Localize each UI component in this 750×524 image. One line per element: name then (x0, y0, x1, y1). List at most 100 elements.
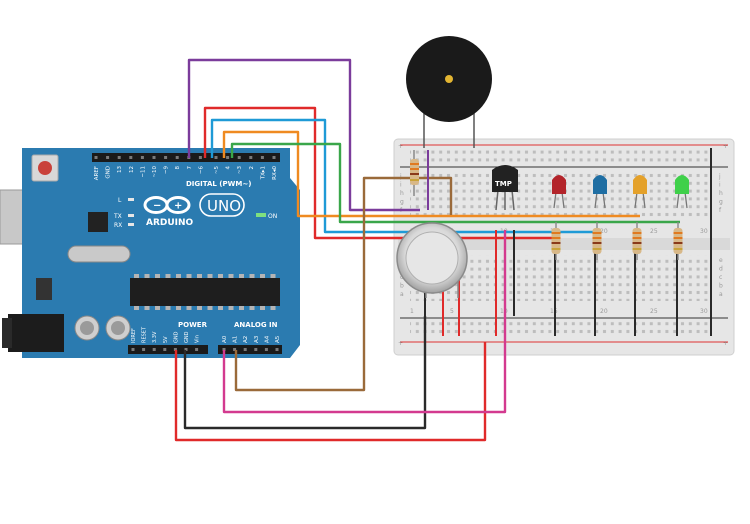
digital-pin-label: ~10 (152, 166, 158, 178)
row-letter: i (719, 182, 721, 189)
power-pin-hole[interactable] (152, 348, 156, 351)
led-rx-indicator (128, 223, 134, 226)
rail-plus-top-right-label: + (723, 143, 728, 150)
tmp-body (492, 165, 518, 192)
led-green (675, 175, 689, 209)
chip-pin-bottom (155, 306, 160, 310)
usb-chip (88, 212, 108, 232)
digital-pin-label: TX▸1 (260, 166, 266, 180)
digital-pin-hole[interactable] (140, 156, 144, 159)
analog-pin-label: A3 (254, 335, 260, 343)
tmp-lead-1 (495, 189, 499, 211)
digital-pin-hole[interactable] (94, 156, 98, 159)
model-badge (199, 193, 245, 217)
wire-purple-pin8 (187, 58, 420, 212)
digital-pin-hole[interactable] (260, 156, 264, 159)
led-resistor-band (673, 248, 683, 250)
digital-pin-hole[interactable] (129, 156, 133, 159)
led-blue-lead-2 (602, 191, 606, 209)
led-resistor-band (673, 237, 683, 239)
digital-pin-hole[interactable] (237, 156, 241, 159)
power-pin-hole[interactable] (131, 348, 135, 351)
digital-pin-hole[interactable] (164, 156, 168, 159)
rail-holes-bottom (410, 320, 710, 336)
led-blue-lead-1 (594, 191, 598, 209)
rail-holes-top (410, 148, 710, 164)
power-pin-label: 3.3V (152, 331, 158, 343)
digital-header-label: DIGITAL (PWM~) (186, 180, 251, 188)
analog-pin-hole[interactable] (233, 348, 237, 351)
power-pin-hole[interactable] (163, 348, 167, 351)
column-number: 20 (600, 228, 608, 235)
wires (174, 58, 680, 442)
row-letter: f (719, 207, 722, 214)
row-letter: h (400, 190, 404, 197)
resistor-buzzer-band-1 (410, 163, 419, 165)
analog-pin-hole[interactable] (222, 348, 226, 351)
power-pin-label: GND (184, 331, 190, 343)
led-resistor-band (592, 237, 602, 239)
digital-pin-hole[interactable] (152, 156, 156, 159)
reset-button-cap[interactable] (38, 161, 52, 175)
rail-plus-bottom-label: + (398, 340, 403, 347)
digital-pin-hole[interactable] (226, 156, 230, 159)
power-header-label: POWER (178, 321, 208, 329)
rail-plus-top-label: + (398, 143, 403, 150)
digital-pin-hole[interactable] (214, 156, 218, 159)
digital-pin-hole[interactable] (272, 156, 276, 159)
chip-pin-top (249, 274, 255, 278)
digital-pin-hole[interactable] (198, 156, 202, 159)
digital-pin-label: 12 (129, 166, 135, 173)
digital-pin-hole[interactable] (249, 156, 253, 159)
power-pin-hole[interactable] (184, 348, 188, 351)
chip-pin-bottom (176, 306, 181, 310)
analog-header (218, 345, 282, 354)
analog-pin-hole[interactable] (243, 348, 247, 351)
digital-pin-label: ~9 (164, 166, 170, 175)
led-l-indicator (128, 198, 134, 201)
digital-pin-hole[interactable] (117, 156, 121, 159)
digital-pin-hole[interactable] (175, 156, 179, 159)
wire-brown-a1 (234, 176, 453, 392)
column-number: 15 (550, 308, 558, 315)
row-letter: g (719, 199, 723, 206)
led-resistor-band (673, 242, 683, 244)
row-letter: i (400, 182, 402, 189)
chip-pin-top (197, 274, 202, 278)
wire-orange-pin5 (222, 130, 640, 218)
chip-pin-bottom (144, 306, 150, 310)
led-resistor-band (551, 242, 561, 244)
led-resistors (551, 222, 683, 260)
wire-green-pin4 (230, 142, 680, 224)
column-number: 25 (650, 228, 658, 235)
analog-pin-hole[interactable] (275, 348, 279, 351)
chip-pins (134, 274, 276, 310)
analog-pin-hole[interactable] (264, 348, 268, 351)
wire-black-gnd (183, 316, 427, 430)
chip-pin-bottom (207, 306, 213, 310)
power-pin-hole[interactable] (195, 348, 199, 351)
row-letter: j (718, 173, 721, 180)
analog-pin-hole[interactable] (254, 348, 258, 351)
digital-pin-hole[interactable] (106, 156, 110, 159)
chip-pin-bottom (165, 306, 171, 310)
chip-pin-bottom (249, 306, 255, 310)
led-resistor-band (632, 237, 642, 239)
power-pin-hole[interactable] (173, 348, 177, 351)
chip-pin-bottom (186, 306, 192, 310)
digital-pin-label: ~5 (214, 166, 220, 175)
gas-sensor (396, 222, 468, 298)
wire-magenta-a0 (222, 230, 507, 414)
led-blue-body (593, 175, 607, 194)
digital-pin-label: RX◂0 (272, 166, 278, 180)
row-letter: d (719, 266, 723, 273)
digital-header (92, 153, 280, 162)
power-pin-hole[interactable] (142, 348, 146, 351)
led-resistor-body (673, 228, 683, 254)
led-orange-lead-1 (634, 191, 638, 209)
power-pin-label: RESET (142, 326, 148, 343)
chip-pin-top (176, 274, 181, 278)
